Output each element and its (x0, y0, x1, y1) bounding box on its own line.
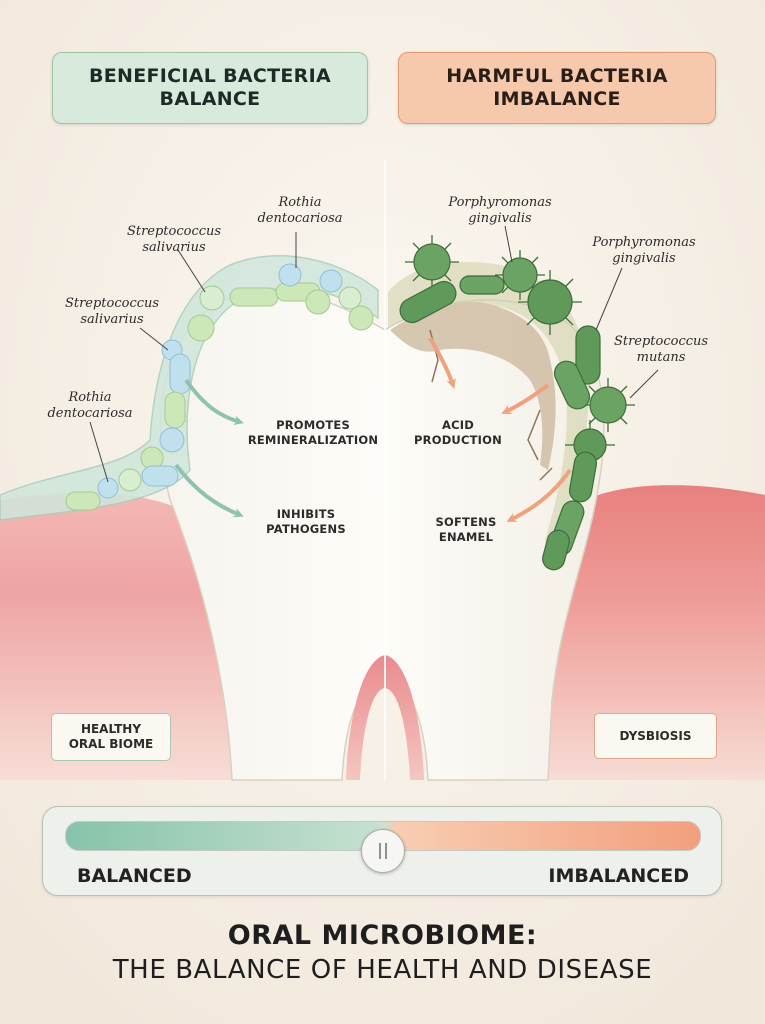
balance-slider-thumb[interactable] (361, 829, 405, 873)
grip-line-icon (379, 843, 381, 859)
balance-slider-track[interactable] (65, 821, 701, 873)
page-subtitle: THE BALANCE OF HEALTH AND DISEASE (112, 955, 653, 985)
gum-left (0, 492, 240, 780)
harmful-bacteria-cluster (399, 235, 635, 571)
grip-line-icon (385, 843, 387, 859)
right-leader-lines (504, 225, 659, 399)
left-leader-lines (89, 232, 297, 483)
header-harmful: HARMFUL BACTERIA IMBALANCE (398, 52, 716, 124)
tooth-root-pulp (346, 655, 424, 780)
dysbiosis-tag: DYSBIOSIS (594, 713, 717, 759)
header-beneficial: BENEFICIAL BACTERIA BALANCE (52, 52, 368, 124)
arrow-acid (428, 336, 456, 389)
balanced-label: BALANCED (77, 865, 192, 887)
balance-slider-panel: BALANCED IMBALANCED (42, 806, 722, 896)
harmful-biofilm (388, 261, 589, 560)
imbalanced-label: IMBALANCED (548, 865, 689, 887)
arrow-remineralization (184, 378, 244, 426)
arrow-inhibits (174, 463, 244, 518)
arrow-acid-2 (501, 383, 550, 414)
arrow-softens (506, 468, 572, 522)
page-title: ORAL MICROBIOME: (227, 920, 538, 951)
beneficial-bacteria-cluster (65, 263, 374, 511)
